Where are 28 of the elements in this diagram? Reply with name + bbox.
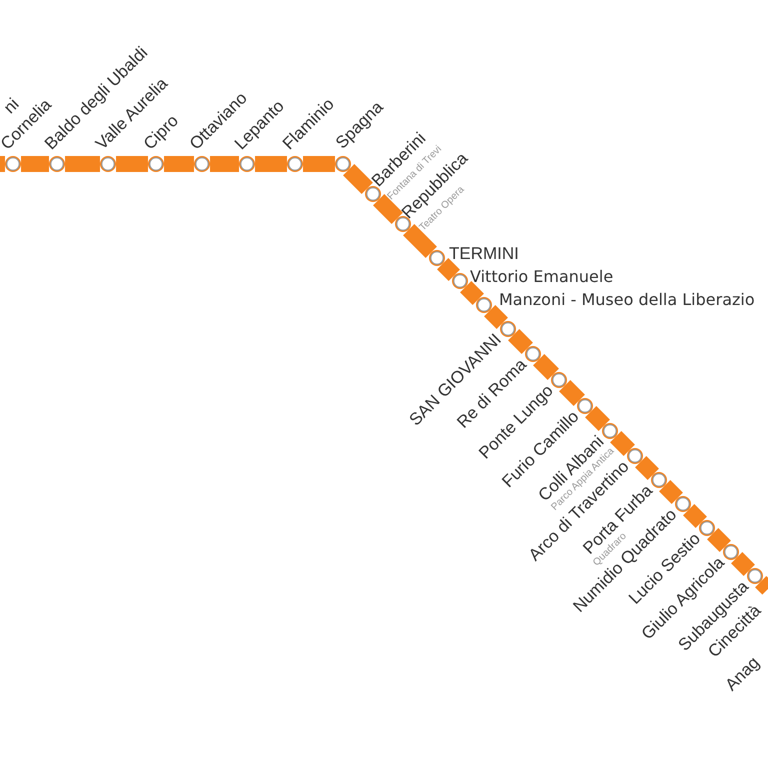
metro-line-segment [210, 156, 239, 172]
metro-line-segment [343, 164, 373, 194]
metro-line-segment [116, 156, 148, 172]
metro-line-segment [731, 552, 755, 576]
station-name: Vittorio Emanuele [470, 268, 614, 286]
metro-line-segment [610, 431, 635, 456]
metro-line-segment [303, 156, 335, 172]
metro-line-segment [437, 258, 460, 281]
metro-line-segment [373, 194, 403, 224]
metro-line-segment [683, 504, 707, 528]
metro-line-segment [65, 156, 100, 172]
metro-line-segment [21, 156, 49, 172]
metro-line-segment [164, 156, 194, 172]
metro-line-segment [559, 380, 585, 406]
metro-line-segment [533, 354, 559, 380]
metro-line-segment [0, 156, 5, 172]
metro-line-segment [460, 281, 484, 305]
station-name: Manzoni - Museo della Liberazio [499, 291, 755, 309]
metro-line-segment [508, 329, 533, 354]
metro-line-segment [659, 480, 683, 504]
metro-line-segment [585, 406, 610, 431]
metro-line-segment [707, 528, 731, 552]
metro-line-segment [403, 224, 437, 258]
metro-line-segment [635, 456, 659, 480]
metro-line-segment [755, 576, 768, 595]
metro-line-segment [484, 305, 508, 329]
metro-line-segment [255, 156, 287, 172]
station-name: TERMINI [449, 244, 519, 264]
